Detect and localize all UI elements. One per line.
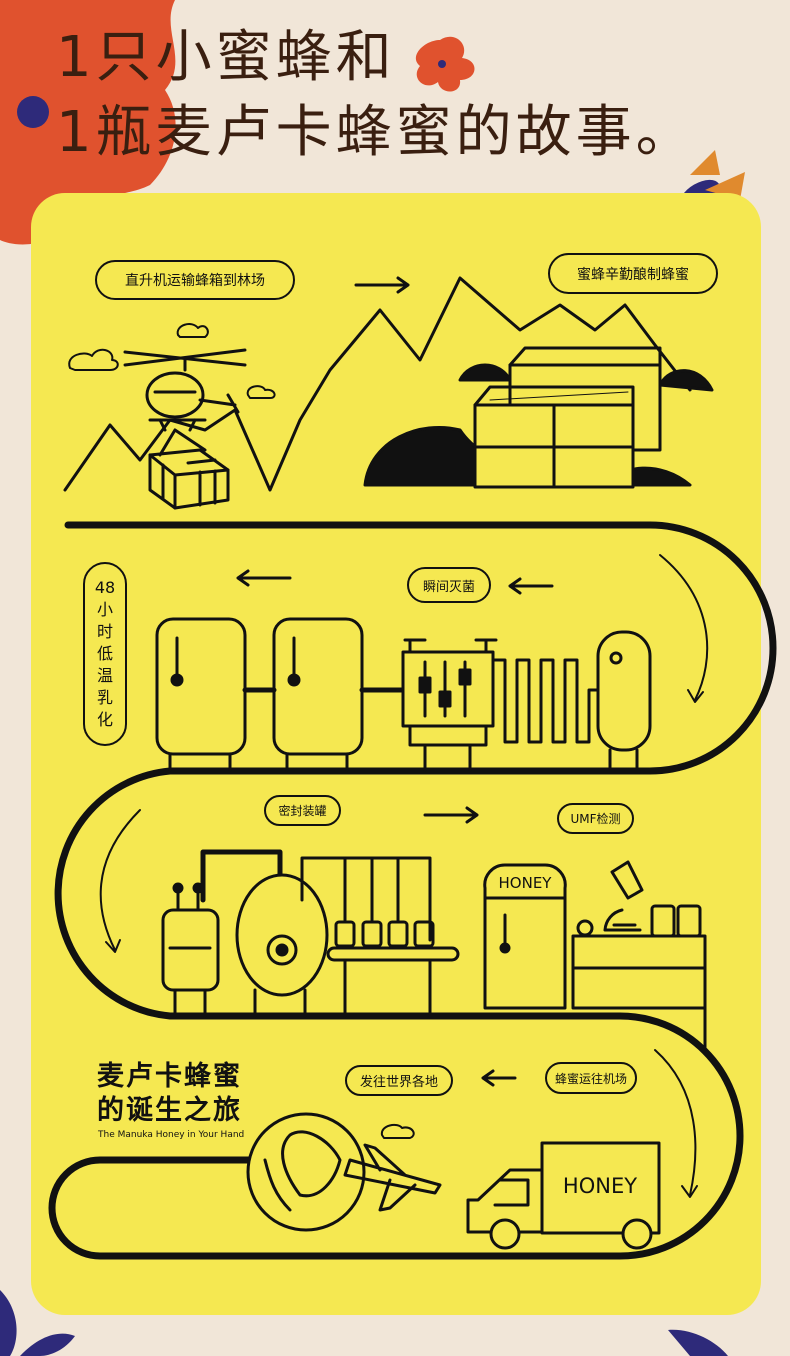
- brand-title-line-2: 的诞生之旅: [97, 1095, 242, 1126]
- cloud-icon: [68, 348, 119, 371]
- step-low-temp-emulsify: 48 小 时 低 温 乳 化: [83, 562, 127, 746]
- globe-icon: [246, 1112, 366, 1232]
- emulsify-char: 时: [96, 622, 113, 641]
- headline-line-2: 1瓶麦卢卡蜂蜜的故事。: [56, 100, 696, 165]
- storage-tank: [596, 630, 652, 770]
- step-to-airport: 蜂蜜运往机场: [545, 1062, 637, 1094]
- honey-fridge: HONEY: [483, 863, 567, 1010]
- cloud-icon: [246, 385, 276, 399]
- emulsify-char: 温: [96, 666, 113, 685]
- arrow-left-icon: [236, 569, 292, 587]
- step-bees-brewing: 蜜蜂辛勤酿制蜂蜜: [548, 253, 718, 294]
- red-blob: [0, 0, 176, 245]
- arrow-right-icon: [423, 806, 479, 824]
- emulsify-char: 小: [96, 600, 113, 619]
- filling-machine: [161, 849, 460, 1018]
- leaf-icon: [20, 1333, 75, 1356]
- emulsify-char: 化: [96, 710, 113, 729]
- blue-dot: [17, 96, 49, 128]
- arrow-right-icon: [354, 276, 410, 294]
- step-sterilize: 瞬间灭菌: [407, 567, 491, 603]
- beehive-boxes: [363, 346, 714, 489]
- leaf-icon: [668, 1329, 728, 1356]
- emulsify-char: 48: [94, 578, 116, 597]
- cloud-icon: [380, 1123, 415, 1139]
- curve-arrow-icon: [99, 809, 141, 953]
- airplane-icon: [343, 1143, 442, 1212]
- cloud-icon: [176, 323, 209, 338]
- step-worldwide: 发往世界各地: [345, 1065, 453, 1096]
- heat-coil: [491, 658, 600, 744]
- curve-arrow-icon: [659, 554, 709, 703]
- step-umf-test: UMF检测: [557, 803, 634, 834]
- arrow-left-icon: [481, 1069, 517, 1087]
- step-sealing: 密封装罐: [264, 795, 341, 826]
- truck-honey-label: HONEY: [563, 1174, 637, 1198]
- microscope-icon: [603, 860, 644, 932]
- leaf-icon: [0, 1290, 17, 1356]
- emulsify-char: 低: [96, 644, 113, 663]
- emulsify-char: 乳: [96, 688, 113, 707]
- fridge-honey-label: HONEY: [499, 874, 553, 892]
- step-helicopter-transport: 直升机运输蜂箱到林场: [95, 260, 295, 300]
- arrow-left-icon: [508, 577, 554, 595]
- brand-title: 麦卢卡蜂蜜 的诞生之旅: [97, 1060, 242, 1128]
- headline-line-1: 1只小蜜蜂和: [56, 25, 396, 90]
- sterilizer-machine: [401, 638, 498, 772]
- brand-title-line-1: 麦卢卡蜂蜜: [97, 1061, 242, 1092]
- cooling-tank: [272, 617, 364, 772]
- journey-path: [48, 521, 777, 1260]
- delivery-truck: HONEY: [466, 1141, 661, 1250]
- brand-subtitle: The Manuka Honey in Your Hand: [98, 1130, 245, 1140]
- cooling-tank: [155, 617, 247, 772]
- lab-bench: [571, 860, 707, 1052]
- curve-arrow-icon: [654, 1049, 698, 1198]
- cargo-crate: [148, 428, 230, 510]
- helicopter-icon: [123, 348, 247, 432]
